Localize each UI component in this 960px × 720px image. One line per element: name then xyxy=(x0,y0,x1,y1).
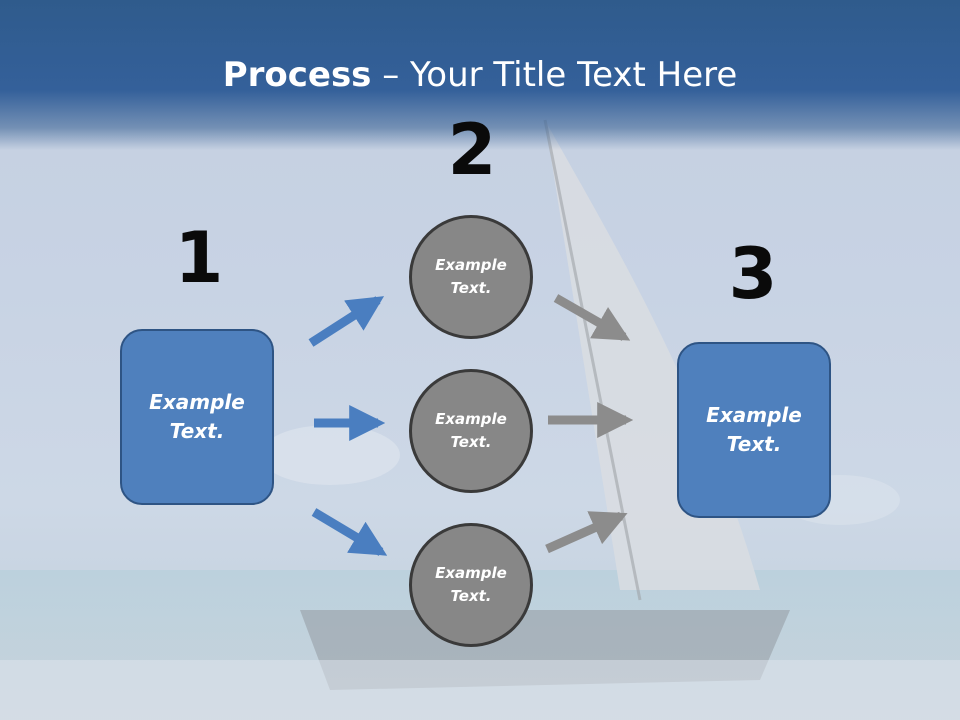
title-bold: Process xyxy=(222,55,372,95)
title-rest: – Your Title Text Here xyxy=(371,55,738,95)
step-1-box[interactable]: Example Text. xyxy=(120,329,274,505)
step-3-number: 3 xyxy=(728,233,778,315)
step-3-box[interactable]: Example Text. xyxy=(677,342,831,518)
step-1-number: 1 xyxy=(174,217,224,299)
step-2-circle-middle[interactable]: Example Text. xyxy=(409,369,533,493)
step-2-circle-top[interactable]: Example Text. xyxy=(409,215,533,339)
step-2-number: 2 xyxy=(447,109,497,191)
header-band xyxy=(0,0,960,150)
step-2-circle-bottom[interactable]: Example Text. xyxy=(409,523,533,647)
slide-title: Process – Your Title Text Here xyxy=(0,52,960,98)
